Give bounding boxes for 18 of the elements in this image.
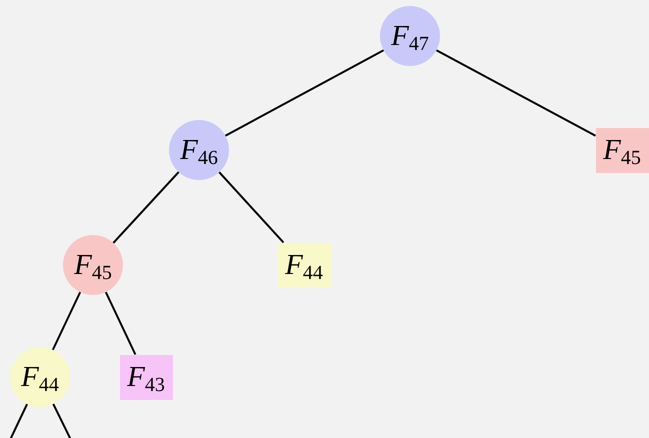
connector-line [112,171,180,244]
node-label: F$_{44}$ [285,250,323,280]
node-label: F$_{45}$ [74,250,112,280]
connector-line [436,49,596,137]
connector-line [224,49,384,137]
leaf-node-box [120,354,172,400]
connector-line [104,292,136,355]
node-label: F$_{47}$ [391,22,429,50]
connector-line [52,292,82,350]
connector-line [218,171,284,244]
connector-line [9,404,28,438]
node-label: F$_{43}$ [127,362,165,392]
node-label: F$_{45}$ [603,136,641,164]
leaf-node-box [596,128,648,172]
leaf-node-box [278,242,330,288]
connector-line [52,403,72,438]
node-label: F$_{44}$ [21,362,59,392]
node-label: F$_{46}$ [180,136,218,164]
